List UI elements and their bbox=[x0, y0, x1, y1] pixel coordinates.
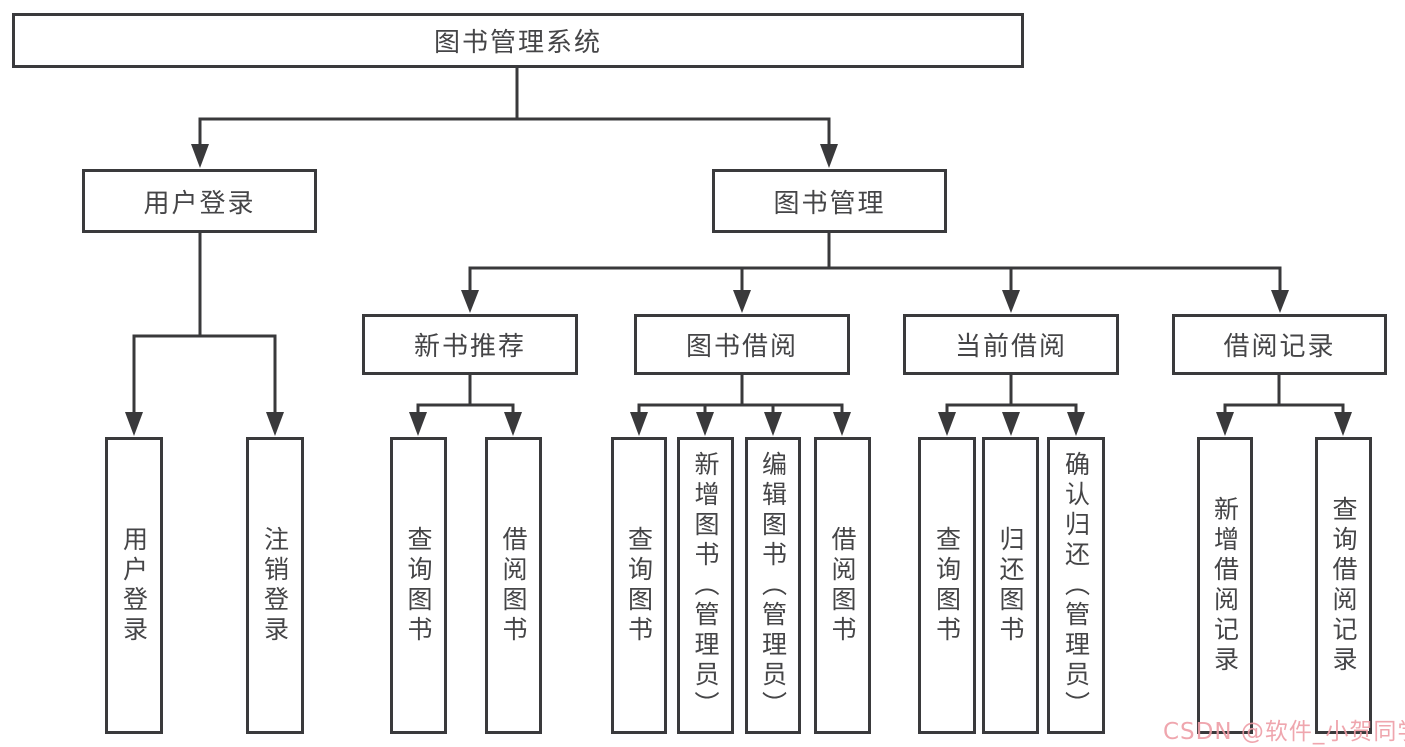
connector-new-book bbox=[409, 373, 522, 436]
leaf-label: 编辑图书（管理员） bbox=[758, 450, 788, 721]
node-borrowing-records: 借阅记录 bbox=[1172, 314, 1387, 375]
leaf-borrow-add-books-admin: 新增图书（管理员） bbox=[677, 437, 734, 734]
connector-user-login bbox=[125, 231, 284, 436]
connector-root bbox=[191, 66, 838, 168]
leaf-label: 新增借阅记录 bbox=[1210, 495, 1240, 676]
leaf-newbook-query-books: 查询图书 bbox=[390, 437, 447, 734]
leaf-current-confirm-return-admin: 确认归还（管理员） bbox=[1047, 437, 1105, 734]
leaf-label: 查询图书 bbox=[932, 525, 962, 646]
leaf-record-add-borrow-record: 新增借阅记录 bbox=[1197, 437, 1253, 734]
node-root: 图书管理系统 bbox=[12, 13, 1024, 68]
leaf-label: 用户登录 bbox=[119, 525, 149, 646]
leaf-borrow-edit-books-admin: 编辑图书（管理员） bbox=[745, 437, 801, 734]
leaf-label: 查询图书 bbox=[624, 525, 654, 646]
connector-borrowing-records bbox=[1216, 373, 1352, 436]
leaf-label: 借阅图书 bbox=[828, 525, 857, 646]
leaf-label: 注销登录 bbox=[260, 525, 290, 646]
leaf-current-return-books: 归还图书 bbox=[982, 437, 1039, 734]
leaf-borrow-borrow-books: 借阅图书 bbox=[814, 437, 871, 734]
leaf-newbook-borrow-books: 借阅图书 bbox=[485, 437, 542, 734]
node-book-management: 图书管理 bbox=[712, 169, 947, 233]
leaf-label: 确认归还（管理员） bbox=[1061, 450, 1091, 721]
node-current-borrowing: 当前借阅 bbox=[903, 314, 1119, 375]
leaf-current-query-books: 查询图书 bbox=[918, 437, 976, 734]
connector-current-borrowing bbox=[938, 373, 1085, 436]
leaf-label: 新增图书（管理员） bbox=[691, 450, 720, 721]
watermark-text: CSDN @软件_小贺同学 bbox=[1163, 719, 1405, 745]
leaf-user-login: 用户登录 bbox=[105, 437, 163, 734]
node-new-book-recommend: 新书推荐 bbox=[362, 314, 578, 375]
node-user-login: 用户登录 bbox=[82, 169, 317, 233]
leaf-borrow-query-books: 查询图书 bbox=[611, 437, 667, 734]
node-book-borrowing: 图书借阅 bbox=[634, 314, 850, 375]
leaf-label: 查询图书 bbox=[404, 525, 433, 646]
leaf-record-query-borrow-record: 查询借阅记录 bbox=[1315, 437, 1372, 734]
leaf-label: 归还图书 bbox=[996, 525, 1025, 646]
connector-book-borrowing bbox=[630, 373, 851, 436]
leaf-logout: 注销登录 bbox=[246, 437, 304, 734]
leaf-label: 借阅图书 bbox=[499, 525, 528, 646]
connector-book-management bbox=[461, 231, 1289, 313]
leaf-label: 查询借阅记录 bbox=[1329, 495, 1358, 676]
